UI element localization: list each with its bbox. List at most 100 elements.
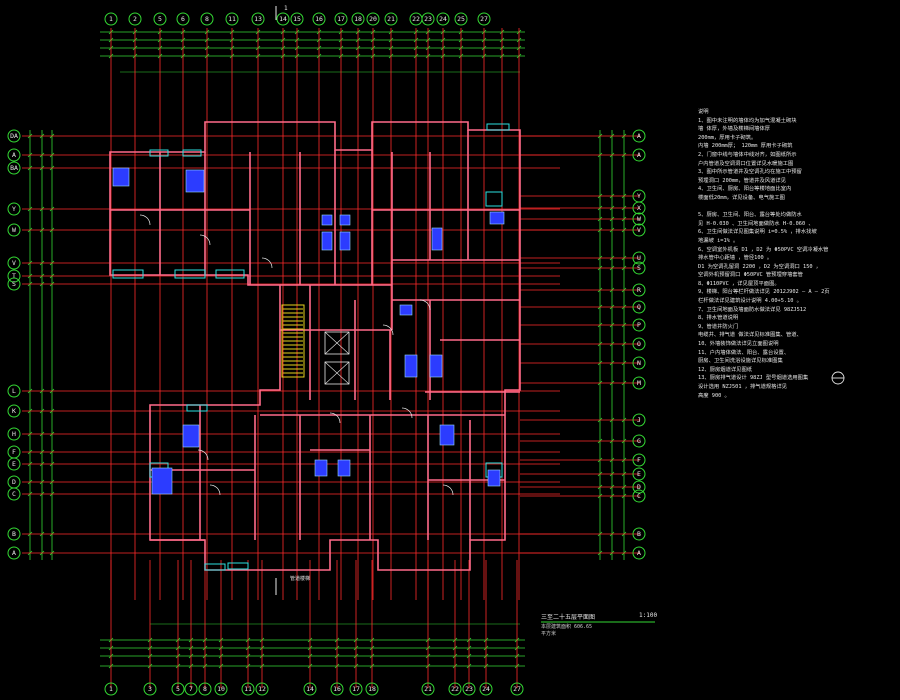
axis-bubble bbox=[7, 161, 21, 175]
axis-bubble bbox=[632, 300, 646, 314]
axis-bubble bbox=[303, 682, 317, 696]
window-marker bbox=[215, 269, 245, 279]
axis-label: A bbox=[637, 132, 641, 140]
axis-label: 12 bbox=[258, 685, 266, 693]
section-mark-label: 1 bbox=[284, 5, 288, 12]
axis-bubble bbox=[632, 489, 646, 503]
note-line: 电缆井、排气道 做法详见标准图集、管道、 bbox=[698, 332, 802, 339]
axis-label: DA bbox=[10, 132, 18, 140]
axis-label: X bbox=[637, 204, 641, 212]
fixture bbox=[321, 231, 333, 251]
fixture bbox=[185, 169, 205, 193]
fixture bbox=[321, 214, 333, 226]
stair-note-label: 管道楼梯 bbox=[290, 575, 310, 582]
axis-label: 17 bbox=[337, 15, 345, 23]
note-line: 见 H-0.030 、卫生间地面做防水 H-0.060 、 bbox=[698, 220, 814, 227]
door-swing bbox=[199, 234, 211, 246]
axis-bubble bbox=[143, 682, 157, 696]
axis-bubble bbox=[290, 12, 304, 26]
axis-bubble bbox=[632, 261, 646, 275]
fixture bbox=[404, 354, 418, 378]
drawing-title: 三至二十五层平面图 bbox=[541, 614, 596, 621]
axis-label: 3 bbox=[148, 685, 152, 693]
note-line bbox=[698, 203, 888, 212]
window-marker bbox=[149, 149, 169, 157]
axis-label: 25 bbox=[457, 15, 465, 23]
axis-bubble bbox=[632, 337, 646, 351]
elevator-cross bbox=[324, 331, 350, 355]
axis-label: 5 bbox=[158, 15, 162, 23]
fixture bbox=[182, 424, 200, 448]
axis-label: 13 bbox=[254, 15, 262, 23]
axis-bubble bbox=[7, 384, 21, 398]
axis-bubble bbox=[632, 201, 646, 215]
axis-label: 21 bbox=[424, 685, 432, 693]
axis-label: BA bbox=[10, 164, 18, 172]
axis-bubble bbox=[7, 527, 21, 541]
fixture bbox=[429, 354, 443, 378]
note-line: 厨房、卫生间洗浴设施详见标准图集 bbox=[698, 358, 783, 365]
note-line: 排水管中心距墙 ，管径100 。 bbox=[698, 255, 773, 262]
axis-label: 8 bbox=[203, 685, 207, 693]
axis-label: 16 bbox=[315, 15, 323, 23]
door-swing bbox=[261, 257, 273, 269]
axis-bubble bbox=[365, 682, 379, 696]
axis-label: 5 bbox=[176, 685, 180, 693]
axis-bubble bbox=[462, 682, 476, 696]
window-marker bbox=[485, 191, 503, 207]
axis-label: M bbox=[637, 379, 641, 387]
window-marker bbox=[186, 404, 208, 412]
axis-bubble bbox=[200, 12, 214, 26]
axis-label: 22 bbox=[451, 685, 459, 693]
note-line: 设计选用 NZJ501 ，排气道规格详见 bbox=[698, 384, 788, 390]
axis-label: F bbox=[637, 456, 641, 464]
wall-outlines bbox=[109, 121, 521, 571]
axis-label: 23 bbox=[465, 685, 473, 693]
axis-label: B bbox=[12, 530, 16, 538]
axis-bubble bbox=[7, 277, 21, 291]
axis-bubble bbox=[479, 682, 493, 696]
axis-bubble bbox=[632, 413, 646, 427]
note-line: 6、卫生间做法详见图集说明 i=0.5% ，排水找坡 bbox=[698, 229, 817, 236]
axis-bubble bbox=[366, 12, 380, 26]
axis-bubble bbox=[7, 256, 21, 270]
axis-label: 11 bbox=[228, 15, 236, 23]
axis-label: N bbox=[637, 359, 641, 367]
axis-label: F bbox=[12, 448, 16, 456]
axis-label: A bbox=[637, 151, 641, 159]
axis-bubble bbox=[421, 682, 435, 696]
axis-label: B bbox=[637, 530, 641, 538]
axis-bubble bbox=[241, 682, 255, 696]
axis-label: D bbox=[12, 478, 16, 486]
axis-label: H bbox=[12, 430, 16, 438]
axis-bubble bbox=[436, 12, 450, 26]
axis-bubble bbox=[632, 212, 646, 226]
fixture bbox=[399, 304, 413, 316]
note-line: 13、厨房排气道设计 98ZJ 型号烟道选用图集 bbox=[698, 375, 809, 382]
axis-label: 18 bbox=[354, 15, 362, 23]
axis-label: R bbox=[637, 286, 641, 294]
note-line: 12、厨房烟道详见图纸 bbox=[698, 366, 753, 373]
fixture bbox=[339, 214, 351, 226]
note-line: 3、图中所示管道井及空调孔均在施工中预留 bbox=[698, 169, 802, 176]
door-swing bbox=[442, 484, 454, 496]
axis-bubble bbox=[632, 318, 646, 332]
axis-label: Q bbox=[637, 303, 641, 311]
axis-label: L bbox=[12, 387, 16, 395]
axis-bubble bbox=[421, 12, 435, 26]
axis-bubble bbox=[632, 356, 646, 370]
window-marker bbox=[112, 269, 144, 279]
axis-label: 21 bbox=[387, 15, 395, 23]
axis-bubble bbox=[276, 12, 290, 26]
drawing-scale: 1:100 bbox=[639, 612, 658, 619]
grid-lines bbox=[22, 28, 640, 688]
axis-label: U bbox=[637, 254, 641, 262]
notes-heading: 说明 bbox=[698, 109, 709, 115]
axis-label: W bbox=[637, 215, 641, 223]
note-line: 8、Φ110PVC ，详见屋顶平面图。 bbox=[698, 280, 780, 287]
axis-label: 24 bbox=[482, 685, 490, 693]
axis-label: C bbox=[637, 492, 641, 500]
axis-label: D bbox=[637, 483, 641, 491]
note-line: 内墙 200mm厚； 120mm 厚用卡子砌筑 bbox=[698, 143, 793, 150]
